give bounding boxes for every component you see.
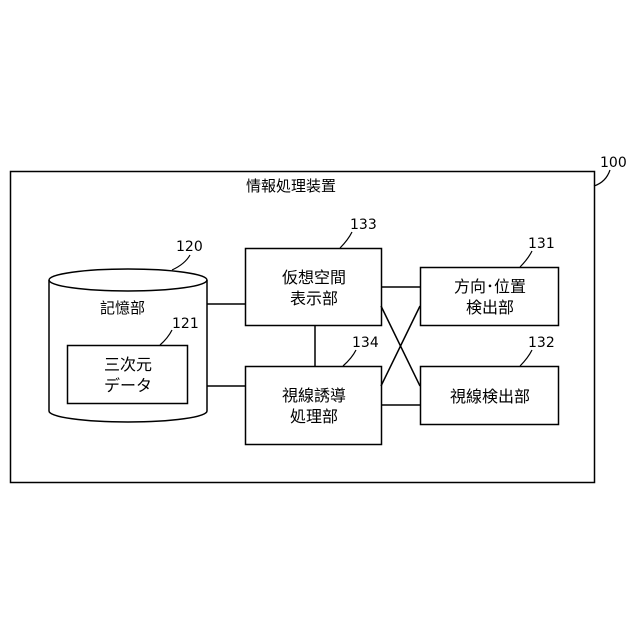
direction-position-ref-number: 131 <box>528 237 555 251</box>
direction-position-detector-text: 方向･位置 検出部 <box>421 268 559 326</box>
device-title: 情報処理装置 <box>246 179 336 194</box>
virtual-space-line2: 表示部 <box>290 288 338 309</box>
virtual-space-line1: 仮想空間 <box>282 267 346 288</box>
gaze-guidance-ref-number: 134 <box>352 336 379 350</box>
device-ref-number: 100 <box>600 156 627 170</box>
gaze-detector-ref-number: 132 <box>528 336 555 350</box>
gaze-detector-text: 視線検出部 <box>421 367 559 425</box>
virtual-space-display-text: 仮想空間 表示部 <box>246 249 382 326</box>
direction-position-line2: 検出部 <box>466 297 514 318</box>
data-block-line1: 三次元 <box>104 354 152 375</box>
virtual-space-ref-leader <box>340 232 352 248</box>
gaze-guidance-ref-leader <box>343 350 356 366</box>
storage-ref-leader <box>172 255 190 270</box>
gaze-detector-ref-leader <box>520 350 532 366</box>
storage-ref-number: 120 <box>176 240 203 254</box>
data-block-ref-number: 121 <box>172 317 199 331</box>
direction-position-ref-leader <box>520 251 532 267</box>
gaze-detector-label: 視線検出部 <box>450 386 530 407</box>
gaze-guidance-text: 視線誘導 処理部 <box>246 367 382 445</box>
virtual-space-ref-number: 133 <box>350 218 377 232</box>
storage-cylinder-top <box>49 269 207 291</box>
gaze-guidance-line2: 処理部 <box>290 406 338 427</box>
data-block-text: 三次元 データ <box>68 346 188 404</box>
device-ref-leader <box>594 170 610 186</box>
storage-label: 記憶部 <box>100 301 145 316</box>
gaze-guidance-line1: 視線誘導 <box>282 385 346 406</box>
data-block-ref-leader <box>160 330 172 345</box>
data-block-line2: データ <box>104 375 152 396</box>
direction-position-line1: 方向･位置 <box>454 276 526 297</box>
